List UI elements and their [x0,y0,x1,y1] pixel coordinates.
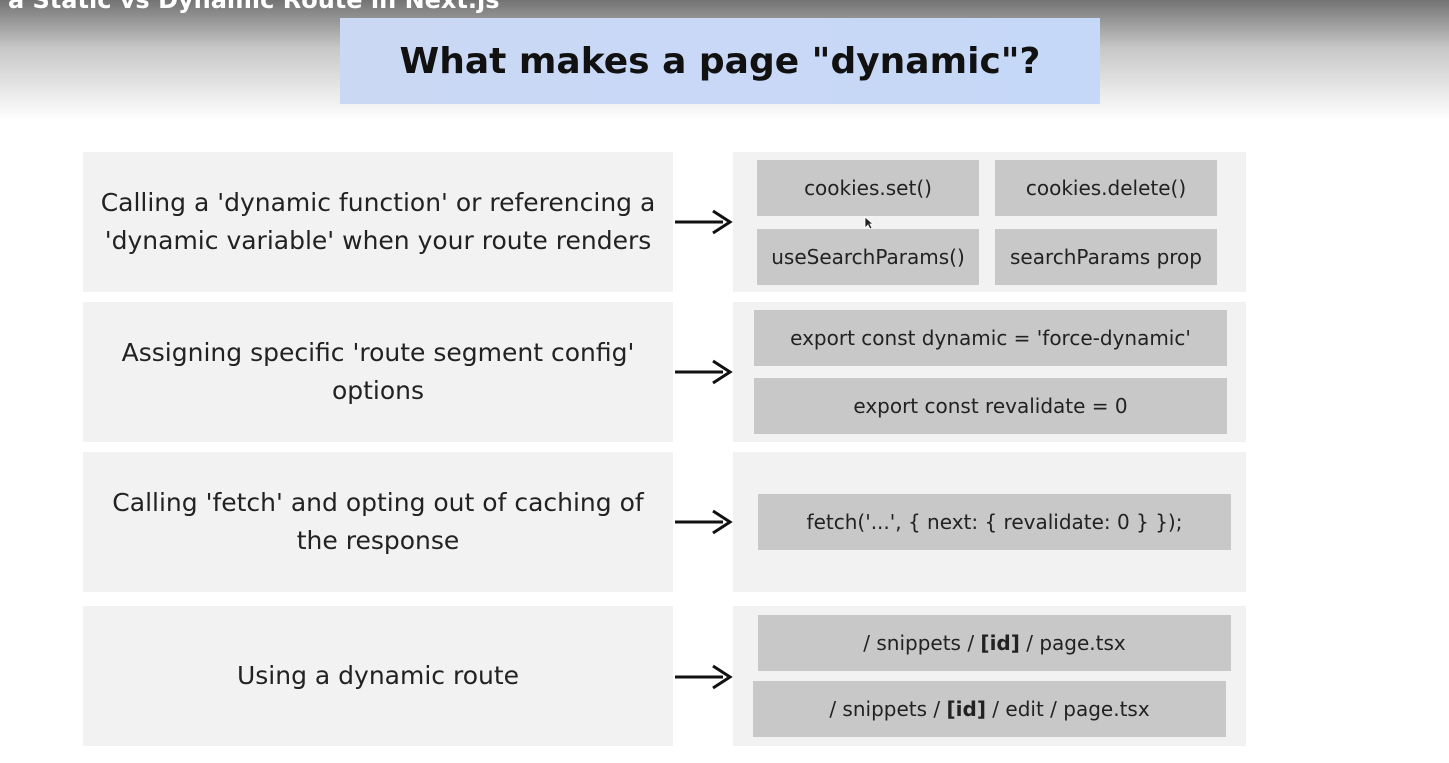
example-chip: cookies.set() [757,160,979,216]
row-2-examples: export const dynamic = 'force-dynamic' e… [733,302,1246,442]
example-chip: useSearchParams() [757,229,979,285]
example-chip: export const revalidate = 0 [754,378,1227,434]
row-1-text: Calling a 'dynamic function' or referenc… [100,188,656,255]
arrow-right-icon [675,664,733,690]
path-param: [id] [946,697,986,721]
video-title[interactable]: a Static vs Dynamic Route in Next.js [8,0,500,14]
path-suffix: / page.tsx [1019,631,1126,655]
row-3-examples: fetch('...', { next: { revalidate: 0 } }… [733,452,1246,592]
path-prefix: / snippets / [829,697,947,721]
example-chip: cookies.delete() [995,160,1217,216]
row-2-description: Assigning specific 'route segment config… [83,302,673,442]
mouse-cursor-icon [864,216,874,230]
row-2-text: Assigning specific 'route segment config… [121,338,635,405]
row-3-text: Calling 'fetch' and opting out of cachin… [112,488,644,555]
example-chip: / snippets / [id] / edit / page.tsx [753,681,1226,737]
row-4-text: Using a dynamic route [236,661,520,690]
arrow-right-icon [675,509,733,535]
slide-title-banner: What makes a page "dynamic"? [340,18,1100,104]
row-1-description: Calling a 'dynamic function' or referenc… [83,152,673,292]
example-chip: export const dynamic = 'force-dynamic' [754,310,1227,366]
row-3-description: Calling 'fetch' and opting out of cachin… [83,452,673,592]
example-chip: / snippets / [id] / page.tsx [758,615,1231,671]
row-4-description: Using a dynamic route [83,606,673,746]
path-prefix: / snippets / [863,631,981,655]
example-chip: searchParams prop [995,229,1217,285]
row-4-examples: / snippets / [id] / page.tsx / snippets … [733,606,1246,746]
row-1-examples: cookies.set() cookies.delete() useSearch… [733,152,1246,292]
arrow-right-icon [675,209,733,235]
arrow-right-icon [675,359,733,385]
slide-title: What makes a page "dynamic"? [399,40,1041,82]
path-param: [id] [980,631,1020,655]
example-chip: fetch('...', { next: { revalidate: 0 } }… [758,494,1231,550]
path-suffix: / edit / page.tsx [985,697,1150,721]
